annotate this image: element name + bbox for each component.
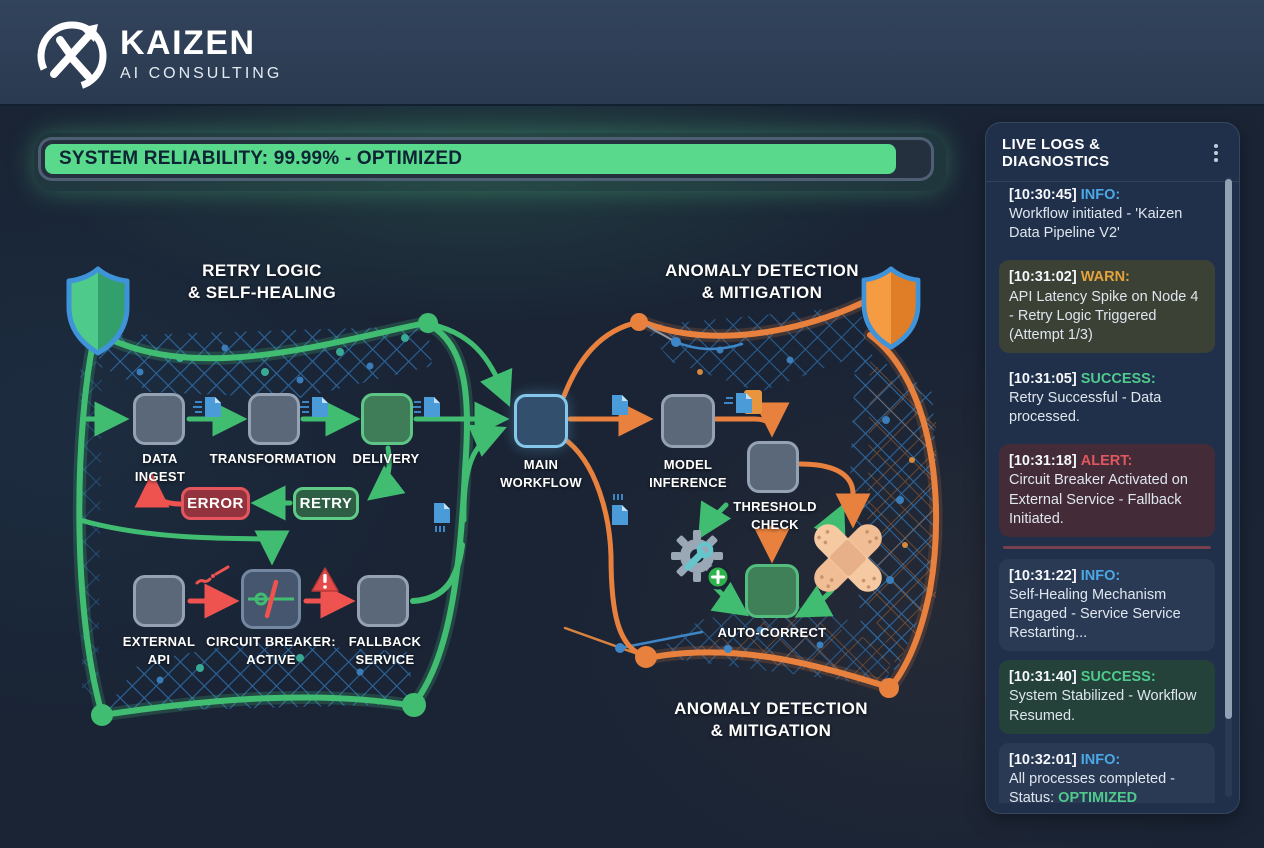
brand-subtitle: AI CONSULTING (120, 65, 283, 82)
node-model-inference (661, 394, 715, 448)
circuit-breaker-symbol-icon (248, 579, 294, 619)
label-main-workflow: MAIN WORKFLOW (500, 457, 582, 490)
node-threshold-check (747, 441, 799, 493)
log-time: [10:30:45] (1009, 187, 1077, 203)
log-time: [10:31:22] (1009, 567, 1077, 584)
log-entry: [10:31:02] WARN: API Latency Spike on No… (999, 260, 1215, 353)
log-message: Workflow initiated - 'Kaizen Data Pipeli… (1009, 206, 1183, 242)
section-title-retry-logic: RETRY LOGIC & SELF-HEALING (187, 261, 337, 303)
reliability-label: SYSTEM RELIABILITY: 99.99% - OPTIMIZED (59, 148, 463, 169)
alert-divider (1003, 545, 1211, 549)
node-main-workflow (514, 394, 568, 448)
log-message: Retry Successful - Data processed. (1009, 390, 1162, 426)
log-time: [10:31:05] (1009, 370, 1077, 387)
node-transformation (248, 393, 300, 445)
log-message: Circuit Breaker Activated on External Se… (1009, 472, 1188, 527)
broken-wire-icon (195, 565, 230, 585)
section-title-anomaly-bottom: ANOMALY DETECTION & MITIGATION (674, 699, 868, 741)
warning-triangle-icon (311, 567, 339, 592)
log-message: Self-Healing Mechanism Engaged - Service… (1009, 586, 1181, 642)
log-level: WARN: (1080, 269, 1130, 286)
log-entry: [10:31:40] SUCCESS: System Stabilized - … (999, 660, 1215, 734)
error-pill: ERROR (181, 487, 250, 520)
log-time: [10:31:02] (1009, 269, 1077, 286)
node-delivery (361, 393, 413, 445)
app-header: KAIZEN AI CONSULTING (0, 0, 1264, 106)
log-level: SUCCESS: (1080, 669, 1156, 686)
logs-panel-title: LIVE LOGS & DIAGNOSTICS (1002, 136, 1110, 170)
reliability-bar: SYSTEM RELIABILITY: 99.99% - OPTIMIZED (34, 133, 946, 191)
label-delivery: DELIVERY (352, 451, 420, 466)
label-model-inference: MODEL INFERENCE (649, 457, 727, 490)
log-message: API Latency Spike on Node 4 - Retry Logi… (1009, 288, 1199, 343)
kaizen-logo-icon (37, 21, 107, 91)
log-entry: [10:31:18] ALERT: Circuit Breaker Activa… (999, 444, 1215, 537)
log-level: INFO: (1080, 751, 1121, 768)
node-data-ingest (133, 393, 185, 445)
reliability-bar-fill: SYSTEM RELIABILITY: 99.99% - OPTIMIZED (45, 144, 897, 174)
kebab-menu-icon[interactable] (1207, 142, 1225, 164)
log-entry: [10:32:01] INFO: All processes completed… (999, 742, 1215, 803)
label-fallback-service: FALLBACK SERVICE (348, 634, 422, 667)
log-entry: [10:31:22] INFO: Self-Healing Mechanism … (999, 558, 1215, 652)
section-title-anomaly-top: ANOMALY DETECTION & MITIGATION (665, 261, 859, 303)
log-level: INFO: (1080, 567, 1121, 584)
status-optimized-text: OPTIMIZED (1058, 789, 1138, 803)
log-time: [10:32:01] (1009, 751, 1077, 768)
log-entry: [10:30:45] INFO: Workflow initiated - 'K… (999, 178, 1215, 251)
log-level: ALERT: (1080, 453, 1133, 470)
logs-scrollbar-thumb[interactable] (1225, 179, 1232, 719)
node-fallback-service (357, 575, 409, 627)
shield-orange-icon (861, 266, 921, 350)
log-message: All processes completed - Status: (1009, 770, 1176, 803)
node-circuit-breaker (241, 569, 301, 629)
label-data-ingest: DATA INGEST (134, 451, 186, 484)
log-entry: [10:31:05] SUCCESS: Retry Successful - D… (999, 362, 1215, 435)
log-level: INFO: (1080, 187, 1121, 203)
reliability-bar-track: SYSTEM RELIABILITY: 99.99% - OPTIMIZED (41, 140, 931, 178)
shield-green-icon (66, 266, 130, 356)
log-message: System Stabilized - Workflow Resumed. (1009, 688, 1197, 724)
label-threshold-check: THRESHOLD CHECK (733, 499, 817, 532)
logs-panel: LIVE LOGS & DIAGNOSTICS [10:30:45] INFO:… (985, 122, 1240, 814)
retry-pill: RETRY (293, 487, 359, 520)
log-time: [10:31:40] (1009, 669, 1077, 686)
node-auto-correct (745, 564, 799, 618)
log-level: SUCCESS: (1080, 370, 1156, 387)
label-circuit-breaker: CIRCUIT BREAKER: ACTIVE (206, 634, 336, 667)
self-healing-gear-icon (671, 530, 731, 590)
brand-name: KAIZEN (120, 24, 256, 62)
bandage-icon (814, 524, 882, 592)
label-transformation: TRANSFORMATION (209, 451, 337, 466)
label-external-api: EXTERNAL API (122, 634, 196, 667)
logs-list: [10:30:45] INFO: Workflow initiated - 'K… (986, 168, 1239, 803)
node-external-api (133, 575, 185, 627)
label-auto-correct: AUTO-CORRECT (717, 625, 827, 640)
log-time: [10:31:18] (1009, 453, 1077, 470)
